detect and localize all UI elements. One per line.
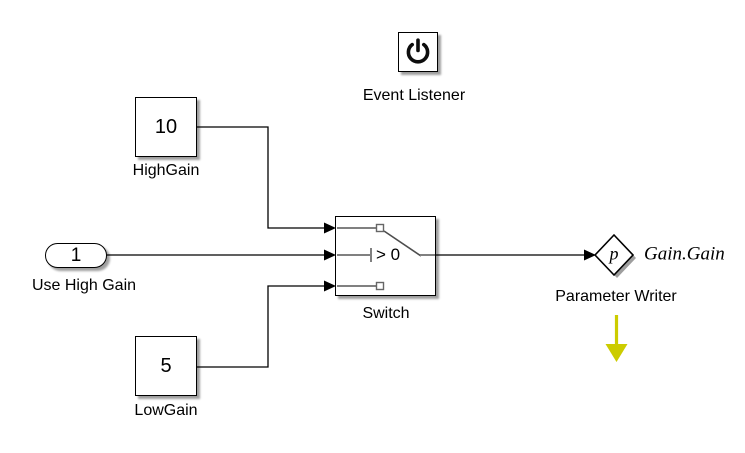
- event-listener-block[interactable]: [398, 32, 438, 72]
- highlight-down-arrow[interactable]: [605, 315, 628, 362]
- power-icon: [406, 38, 430, 64]
- parameter-writer-symbol: p: [609, 243, 619, 264]
- highgain-label: HighGain: [132, 162, 200, 179]
- parameter-writer-target: Gain.Gain: [644, 243, 725, 265]
- switch-criteria-text: > 0: [376, 245, 401, 264]
- highgain-value: 10: [154, 115, 178, 138]
- lowgain-label: LowGain: [134, 402, 198, 419]
- switch-label: Switch: [362, 305, 410, 322]
- wire-lowgain-to-switch[interactable]: [197, 285, 326, 368]
- use-high-gain-value: 1: [70, 244, 82, 266]
- lowgain-constant-block[interactable]: 5: [135, 336, 197, 396]
- arrowhead-parameter-writer: [584, 249, 596, 261]
- use-high-gain-label: Use High Gain: [31, 277, 137, 294]
- lowgain-value: 5: [160, 354, 172, 377]
- highgain-constant-block[interactable]: 10: [135, 97, 197, 157]
- wire-highgain-to-switch[interactable]: [197, 126, 326, 229]
- event-listener-label: Event Listener: [362, 87, 466, 104]
- parameter-writer-label: Parameter Writer: [555, 288, 677, 305]
- use-high-gain-inport-block[interactable]: 1: [45, 243, 107, 268]
